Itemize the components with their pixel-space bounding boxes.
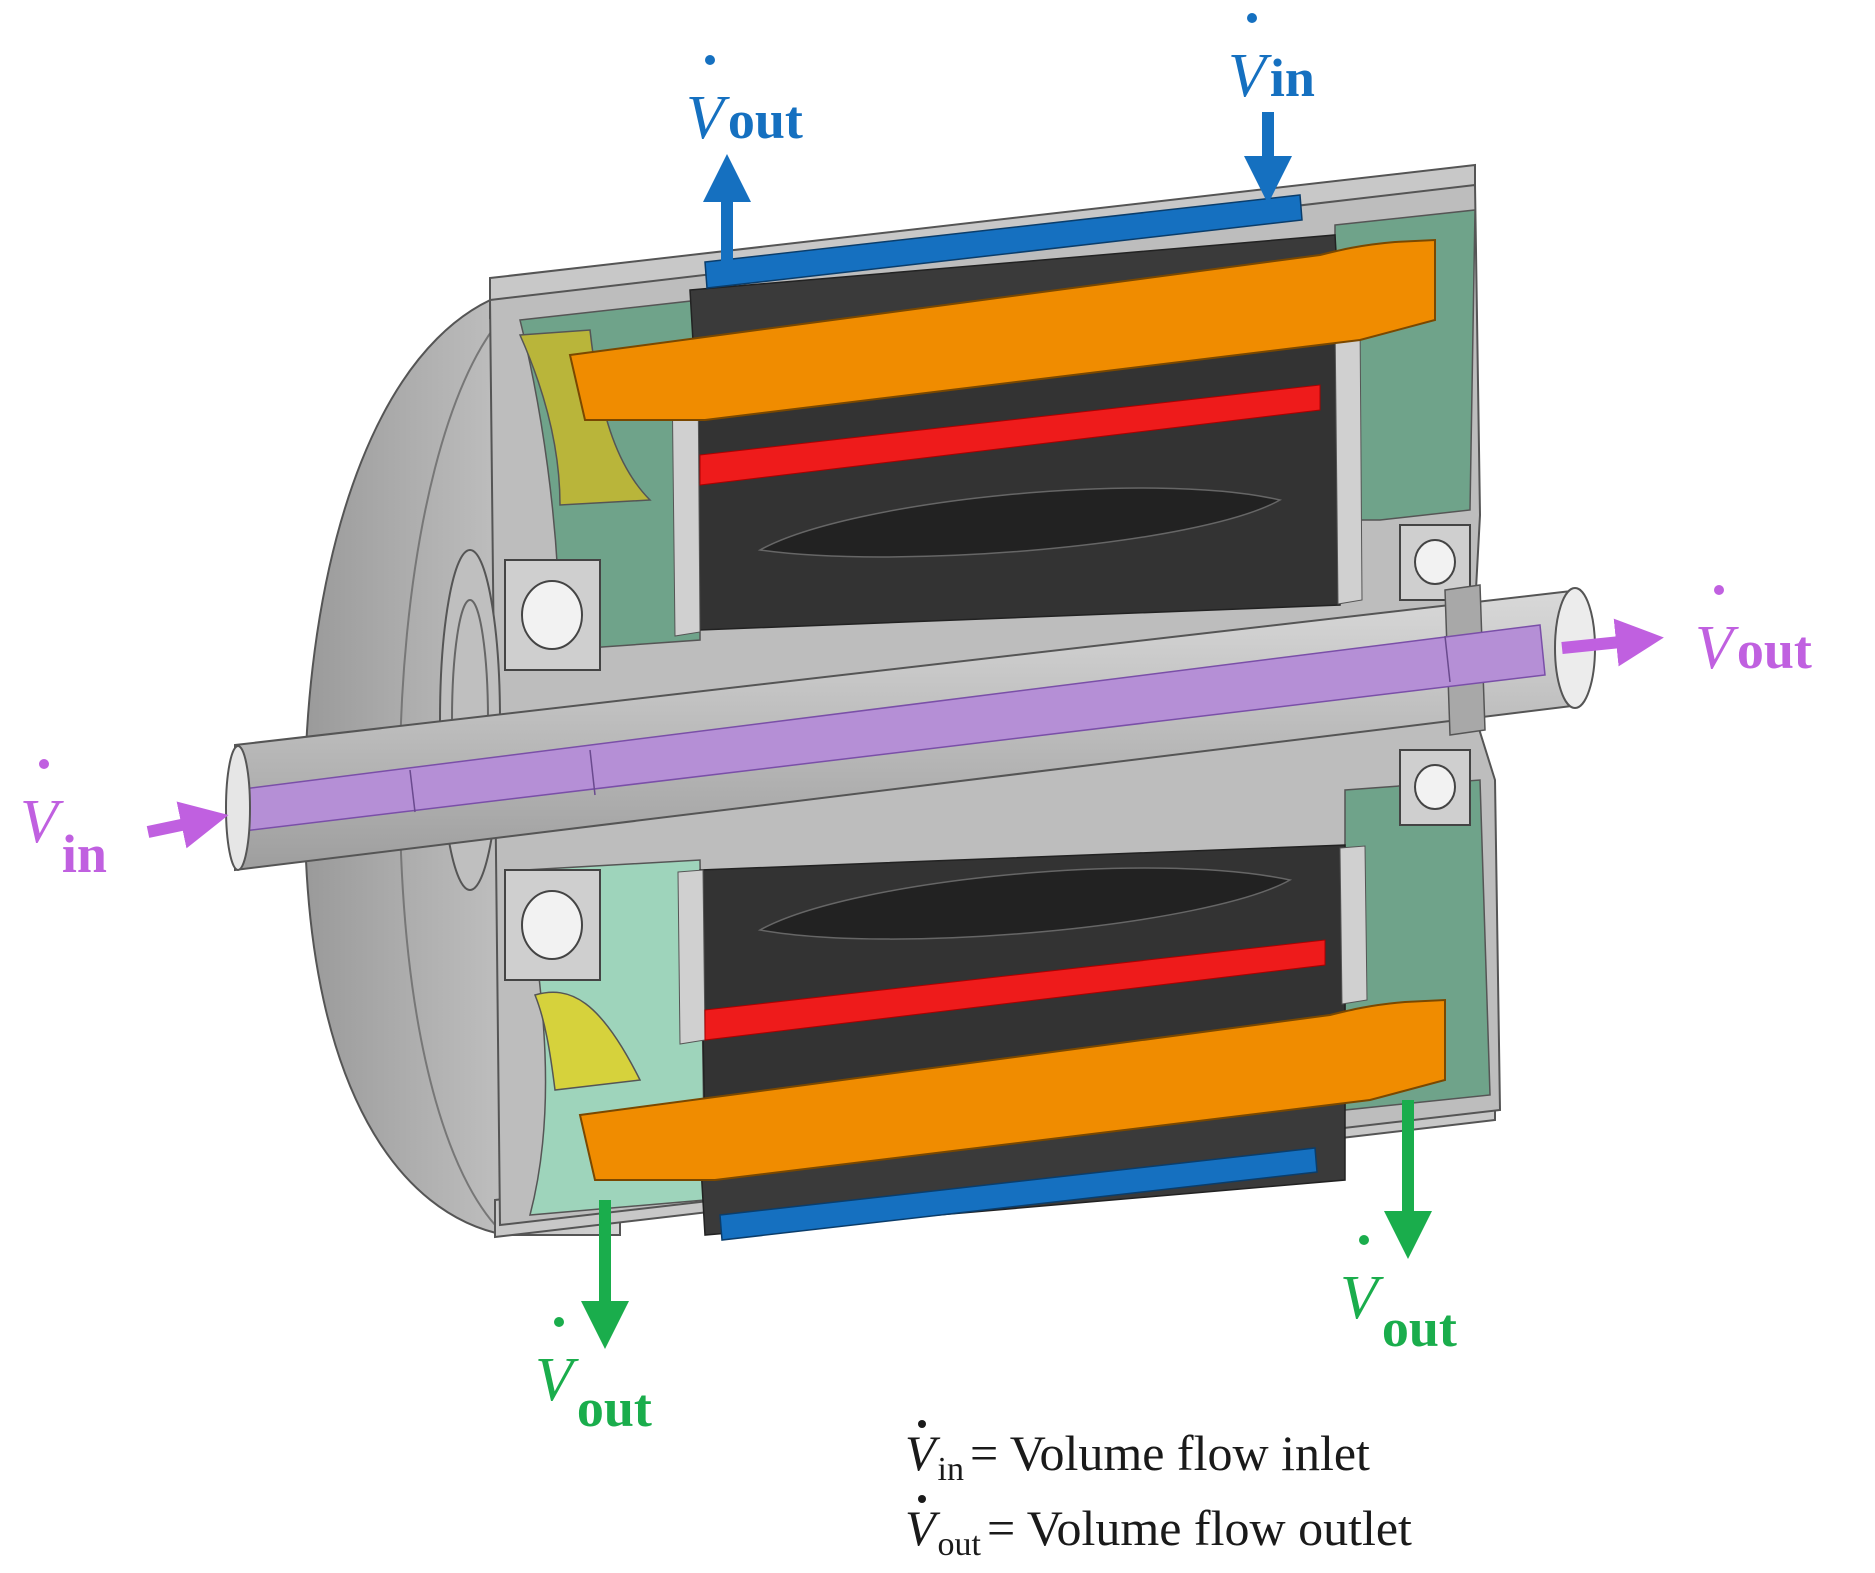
jacket-bottom	[719, 1147, 1318, 1241]
jacket-top	[704, 194, 1303, 289]
rotor-slot-top	[757, 487, 1283, 558]
winding-bottom	[578, 998, 1446, 1181]
flow-arrow-icon	[146, 801, 229, 849]
label-top-in: Vin	[1228, 13, 1315, 110]
endplate-right-top	[1334, 315, 1363, 605]
svg-text:Vout: Vout	[1340, 1264, 1457, 1358]
channel-step-1	[409, 769, 416, 813]
bearing-ball-right-bottom	[1414, 764, 1456, 810]
flow-arrows	[146, 112, 1664, 1349]
bearing-ball-left-top	[521, 580, 583, 650]
legend-item-inlet: Vin= Volume flow inlet	[905, 1420, 1370, 1488]
shaft	[225, 584, 1596, 872]
svg-text:Vin: Vin	[20, 788, 107, 884]
label-top-out: Vout	[686, 55, 803, 152]
cooling-jacket	[704, 194, 1318, 1241]
bearing-ball-right-top	[1414, 539, 1456, 585]
magnet-bottom	[704, 939, 1326, 1041]
svg-text:Vin= Volume flow inlet: Vin= Volume flow inlet	[905, 1425, 1370, 1488]
svg-text:Vout: Vout	[535, 1346, 652, 1438]
channel-step-2	[589, 749, 596, 796]
flow-arrow-icon	[1561, 618, 1664, 667]
legend-item-outlet: Vout= Volume flow outlet	[905, 1495, 1412, 1563]
legend: Vin= Volume flow inlet Vout= Volume flow…	[905, 1420, 1412, 1563]
winding-top	[568, 238, 1436, 421]
yellow-part-bottom	[533, 991, 642, 1091]
rotor-slot-bottom	[757, 867, 1293, 940]
magnets	[699, 384, 1326, 1041]
windings	[568, 238, 1446, 1181]
svg-text:Vout: Vout	[1695, 614, 1812, 682]
endplate-left-bottom	[677, 869, 706, 1045]
endplate-right-bottom	[1339, 845, 1368, 1005]
label-right-out: Vout	[1695, 585, 1812, 682]
shaft-end-left	[225, 745, 251, 871]
svg-text:Vout= Volume flow outlet: Vout= Volume flow outlet	[905, 1500, 1412, 1563]
channel-step-3	[1444, 635, 1451, 683]
svg-text:Vout: Vout	[686, 84, 803, 152]
magnet-top	[699, 384, 1321, 486]
svg-text:Vin: Vin	[1228, 42, 1315, 110]
label-left-in: Vin	[20, 759, 107, 884]
flow-labels: Vout Vin Vout Vin Vout Vout	[20, 13, 1812, 1438]
label-bottom-left-out: Vout	[535, 1317, 652, 1438]
bearing-ball-left-bottom	[521, 890, 583, 960]
label-bottom-right-out: Vout	[1340, 1235, 1457, 1358]
